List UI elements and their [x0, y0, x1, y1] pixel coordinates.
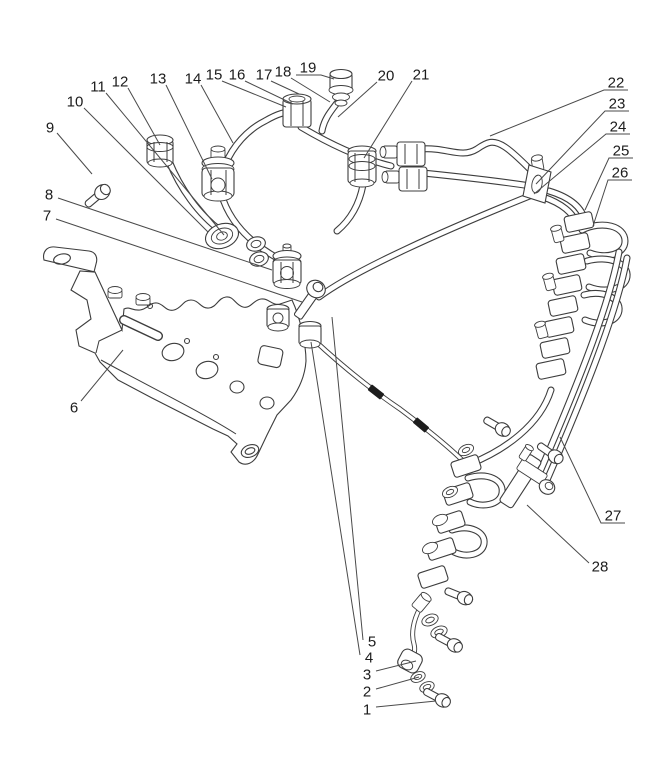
callout-number-6: 6 — [70, 400, 78, 417]
callout-leader-28 — [526, 504, 590, 564]
union-nut-part8 — [272, 243, 302, 289]
callout-leader-5 — [331, 316, 364, 641]
callout-number-19: 19 — [300, 60, 317, 77]
callout-leader-3 — [375, 660, 417, 672]
banjo-bolt-part19 — [328, 68, 354, 107]
callout-number-21: 21 — [413, 67, 430, 84]
callout-leader-14 — [200, 84, 234, 144]
callout-leader-1 — [375, 700, 437, 708]
callout-number-13: 13 — [150, 71, 167, 88]
callout-number-10: 10 — [67, 94, 84, 111]
tee-fitting — [204, 222, 240, 250]
pipe-clamp — [522, 154, 552, 204]
small-fitting-pair — [246, 236, 269, 267]
callout-leader-24 — [533, 133, 630, 195]
bracket-tab-hole — [53, 253, 71, 265]
callout-leader-13 — [165, 84, 213, 180]
rail-stud — [550, 224, 565, 244]
fittings — [146, 68, 556, 674]
clamp-bracket-part28 — [499, 444, 556, 509]
callout-number-4: 4 — [365, 650, 373, 667]
callout-leader-11 — [105, 92, 225, 236]
callout-number-24: 24 — [610, 119, 627, 136]
callout-number-1: 1 — [363, 702, 371, 719]
callout-leader-17 — [270, 80, 300, 95]
callout-leader-19 — [296, 74, 335, 80]
callout-number-7: 7 — [43, 208, 51, 225]
bolt — [444, 587, 474, 606]
callout-number-3: 3 — [363, 667, 371, 684]
flange-bolt-part9 — [84, 183, 111, 208]
union-nut-part21 — [347, 145, 377, 188]
callout-leader-10 — [83, 107, 209, 233]
callout-leader-9 — [56, 132, 93, 175]
callout-number-17: 17 — [256, 67, 273, 84]
bolt — [483, 416, 511, 437]
bracket-stud — [135, 293, 151, 306]
callout-number-11: 11 — [90, 79, 106, 96]
mounting-bracket — [43, 246, 307, 465]
tee-union-stack — [379, 141, 428, 192]
callout-leader-4 — [310, 341, 361, 656]
callout-leader-23 — [535, 110, 629, 185]
callout-number-12: 12 — [112, 74, 129, 91]
callout-leader-16 — [244, 80, 294, 105]
bolt-part1 — [422, 687, 451, 708]
callout-number-20: 20 — [378, 68, 395, 85]
bolt — [536, 442, 564, 465]
callout-leader-20 — [337, 81, 378, 118]
fuel-pipes — [169, 103, 627, 662]
callout-number-28: 28 — [592, 559, 609, 576]
callout-leader-15 — [221, 80, 287, 108]
callout-leader-2 — [375, 676, 420, 690]
callout-leader-7 — [55, 218, 303, 303]
callout-leader-22 — [489, 89, 628, 137]
callout-leader-12 — [127, 87, 161, 146]
pipe-marker-band — [367, 384, 385, 400]
callout-number-22: 22 — [608, 75, 625, 92]
bolt — [434, 632, 463, 653]
callout-number-8: 8 — [45, 187, 53, 204]
callout-leader-26 — [592, 179, 632, 227]
callout-leader-18 — [290, 77, 331, 103]
rail-end-stub — [411, 591, 432, 613]
callout-leader-8 — [57, 197, 273, 271]
callout-leader-25 — [584, 157, 633, 211]
callout-number-9: 9 — [46, 120, 54, 137]
pipe-marker-band — [413, 417, 429, 433]
banjo-bolt-part7 — [293, 279, 326, 320]
callout-number-5: 5 — [368, 634, 376, 651]
elbow-fitting-part3 — [397, 648, 423, 674]
callout-number-2: 2 — [363, 684, 371, 701]
callout-number-26: 26 — [612, 165, 629, 182]
upper-rail-blocks — [534, 211, 595, 380]
callout-number-27: 27 — [605, 508, 622, 525]
bracket-stud — [107, 286, 123, 299]
callout-number-16: 16 — [229, 67, 246, 84]
rail-stud — [534, 320, 549, 340]
callout-number-23: 23 — [609, 96, 626, 113]
union-nut — [266, 303, 290, 332]
callout-leader-21 — [363, 80, 413, 159]
callout-number-18: 18 — [275, 64, 292, 81]
union-nut — [298, 320, 322, 349]
callout-number-15: 15 — [206, 67, 223, 84]
callout-leader-27 — [559, 436, 625, 524]
callout-number-25: 25 — [613, 143, 630, 160]
callout-leader-6 — [80, 349, 124, 402]
rail-stud — [542, 272, 557, 292]
union-nut-part13 — [201, 145, 235, 202]
hex-fitting-top — [282, 93, 312, 128]
bolts — [84, 183, 564, 708]
callout-number-14: 14 — [185, 71, 202, 88]
union-nut-part12 — [146, 134, 174, 168]
